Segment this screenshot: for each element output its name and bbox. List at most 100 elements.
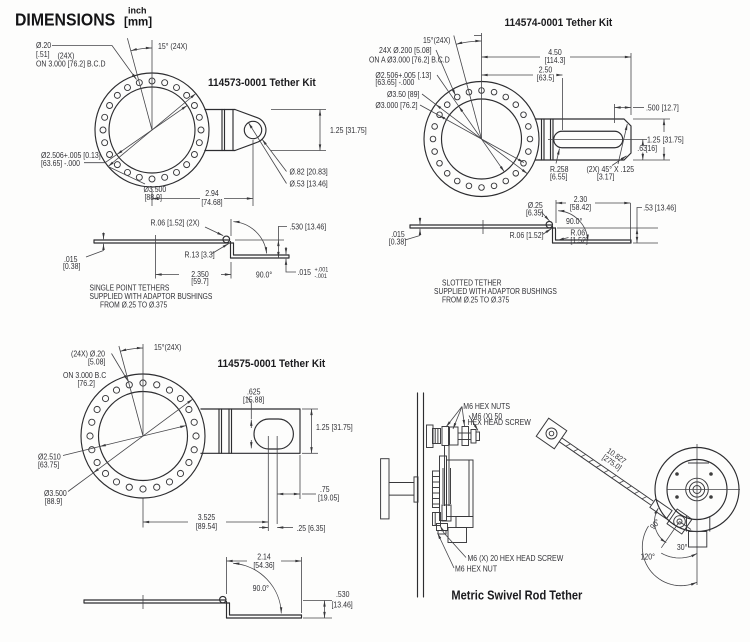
wall <box>416 392 425 598</box>
boss-hole-callouts: Ø.82 [20.83] Ø.53 [13.46] <box>248 122 328 189</box>
offset-label: .53 [13.46] <box>643 203 676 213</box>
thickness-dimension: .015 [0.38] <box>389 217 422 246</box>
bend-r-label: R.06 [1.52] (2X) <box>151 218 201 228</box>
slot-radius-callout: R.258 [6.55] <box>550 148 569 182</box>
slot-position-dimension: 2.50 [63.5] <box>481 65 563 130</box>
bend-angle-label: 90.0° <box>253 584 269 594</box>
leg-thickness-dimension: .015 +.001 -.001 <box>284 247 329 280</box>
kit-114575-view: 114575-0001 Tether Kit 15°(24X) (24X) Ø.… <box>38 342 353 533</box>
rod-hatching <box>565 443 648 500</box>
bolt-circle-label: ON 3.000 B.C <box>63 371 107 381</box>
corner-r-callout: R.06 [1.52] <box>557 228 588 246</box>
swivel-title: Metric Swivel Rod Tether <box>451 588 582 603</box>
offset-label: .530 <box>336 590 350 600</box>
end-offset-label: .75 <box>320 485 330 495</box>
encoder-face <box>654 444 740 585</box>
flat-length-dimension: 2.350 [59.7] <box>155 262 232 286</box>
angle-annotations: 90° 30° 120° <box>641 508 698 587</box>
screw50-label-2: HEX HEAD SCREW <box>468 417 531 427</box>
bolt-circle-mm-label: [76.2] <box>78 379 95 389</box>
profile-angle: 90.0° <box>230 219 272 280</box>
screw50-label-1: M6 (X) 50 <box>472 412 503 422</box>
end-offset-dimension: .500 [12.7] <box>614 103 679 123</box>
kit-114573-note: SINGLE POINT TETHERS SUPPLIED WITH ADAPT… <box>90 283 213 310</box>
hole-dia-label: Ø.20 <box>36 41 51 51</box>
len-slot-label: 2.50 <box>539 65 553 75</box>
length-dimension: 3.525 [89.54] <box>142 498 269 531</box>
tol-minus-label: -.001 <box>315 274 327 280</box>
flat-len-mm-label: [58.42] <box>570 203 591 213</box>
angle-dimension <box>127 38 153 131</box>
corner-r-mm-label: [1.52] <box>570 236 587 246</box>
swivel-rod <box>535 417 693 535</box>
od-dimension: Ø3.500 [88.9] <box>44 398 194 506</box>
flat-length-dimension: 2.30 [58.42] <box>555 194 631 243</box>
offset-dimension: .530 [13.46] <box>235 222 326 259</box>
hex-nuts-label: M6 HEX NUTS <box>463 402 510 412</box>
tether-arm <box>200 408 301 454</box>
length-dimension: 2.94 [74.68] <box>151 140 254 207</box>
thickness-dimension: .015 [0.38] <box>63 232 105 272</box>
flat-len-label: 2.30 <box>574 194 588 204</box>
holes-label: (24X) Ø.20 <box>71 349 105 359</box>
od-mm-label: [88.9] <box>145 193 162 203</box>
kit-114574-title: 114574-0001 Tether Kit <box>505 18 613 29</box>
hole-dia-callout: Ø.25 [6.35] <box>526 201 550 222</box>
corner-r-label: R.06 <box>570 228 585 238</box>
encoder-side <box>432 455 474 543</box>
offset-dimension: .530 [13.46] <box>303 590 353 619</box>
note-line-1: SINGLE POINT TETHERS <box>90 283 170 293</box>
kit-114574-profile: 90.0° 2.30 [58.42] Ø.25 [6.35] R.06 [1.5… <box>389 194 676 304</box>
bend-angle-label: 90.0° <box>256 270 272 280</box>
od-label: Ø3.500 <box>144 185 167 195</box>
bore-mm-label: [63.65] -.000 <box>41 159 80 169</box>
hole-dia-label: Ø.25 <box>528 201 543 211</box>
width-label: 1.25 [31.75] <box>330 126 367 136</box>
vertical-rod <box>442 445 451 506</box>
bend-r-label: R.06 [1.52] <box>510 231 544 241</box>
thick-mm-label: [0.38] <box>63 262 80 272</box>
kit-114573-profile: 90.0° .530 [13.46] .015 +.001 -.001 R.06… <box>63 218 328 310</box>
tether-arm <box>204 108 267 152</box>
hole-callout: (24X) Ø.20 [5.08] ON 3.000 B.C [76.2] <box>63 349 129 389</box>
width-label: 1.25 [31.75] <box>316 422 353 432</box>
od-label: Ø3.500 <box>44 488 67 498</box>
flat-len-label: 2.14 <box>257 552 271 562</box>
note-line-2: SUPPLIED WITH ADAPTOR BUSHINGS <box>90 291 213 301</box>
angle-dimension <box>118 344 144 437</box>
bore-label: Ø2.506+.005 [0.13] <box>41 151 101 161</box>
offset-dimension: .53 [13.46] <box>635 203 676 244</box>
tol-plus-label: +.001 <box>315 267 329 273</box>
od-label: Ø3.50 [89] <box>387 90 419 100</box>
boss-dia-label: Ø.82 [20.83] <box>290 167 328 177</box>
hardware-callouts: M6 HEX NUTS M6 (X) 50 HEX HEAD SCREW M6 … <box>437 402 563 573</box>
angle-30-label: 30° <box>677 543 688 553</box>
slot-offset-dimension: .63 [16] <box>637 139 657 161</box>
chamfer-label: (2X) 45° X .125 <box>587 165 635 175</box>
slot-pos-dimension: .25 [6.35] <box>259 523 325 533</box>
len-total-label: 4.50 <box>548 47 562 57</box>
note-line-3: FROM Ø.25 TO Ø.375 <box>100 300 167 310</box>
kit-114575-profile: 2.14 [54.36] 90.0° .530 [13.46] <box>83 552 353 619</box>
slot-offset-label: .63 <box>637 143 647 153</box>
bend-r-callout: R.06 [1.52] <box>510 228 552 241</box>
width-dimension: 1.25 [31.75] <box>302 408 353 454</box>
length-label: 2.94 <box>205 189 219 199</box>
slot-width-dimension: .625 [15.88] <box>243 387 264 449</box>
len-total-mm-label: [114.3] <box>545 55 566 65</box>
bcd-label: Ø3.000 [76.2] <box>375 100 417 110</box>
swivel-rod-view: Metric Swivel Rod Tether <box>380 392 740 603</box>
hole-count-label: (24X) <box>58 51 75 61</box>
thick-label: .015 <box>64 255 78 265</box>
unit-inch-label: inch <box>128 6 147 16</box>
length-label: 3.525 <box>198 513 215 523</box>
len-slot-mm-label: [63.5] <box>537 73 554 83</box>
bore-mm-label: [63.65] -.000 <box>375 78 414 88</box>
offset-mm-label: [13.46] <box>332 600 353 610</box>
length-mm-label: [74.68] <box>201 197 222 207</box>
od-mm-label: [88.9] <box>45 496 62 506</box>
note-line-2: SUPPLIED WITH ADAPTOR BUSHINGS <box>434 286 557 296</box>
bore-label: Ø2.506+.005 [.13] <box>375 71 431 81</box>
